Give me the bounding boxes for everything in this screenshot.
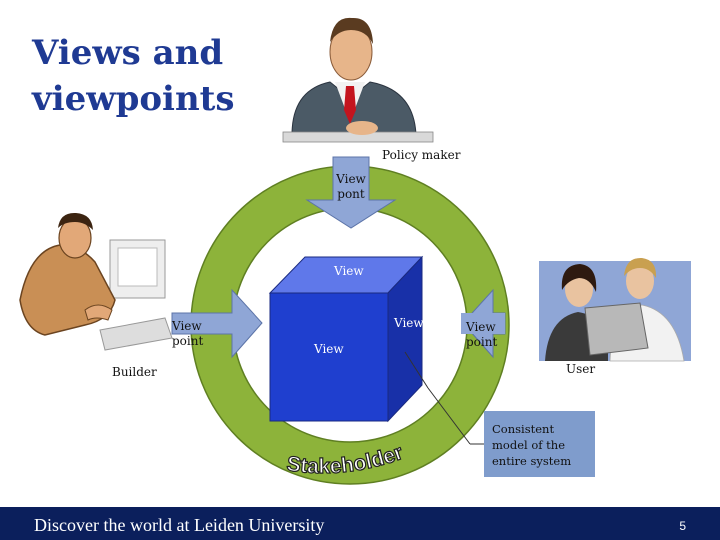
callout-pointer-segment-2 [427, 387, 471, 445]
viewpoint-arrow-left [171, 288, 263, 359]
viewpoint-right-label: View point [466, 320, 506, 350]
slide-title: Views and viewpoints [32, 30, 235, 122]
footer-text: Discover the world at Leiden University [34, 515, 325, 535]
viewpoint-top-label: View pont [330, 172, 372, 202]
cube-view-right-label: View [394, 316, 424, 330]
user-figure [539, 257, 691, 362]
viewpoint-left-label: View point [172, 319, 212, 349]
builder-label: Builder [112, 365, 157, 379]
page-number: 5 [679, 519, 686, 533]
policy-maker-label: Policy maker [382, 148, 461, 162]
cube-view-top-label: View [334, 264, 364, 278]
viewpoint-top-label-line-2: pont [337, 187, 365, 201]
callout-text: Consistent model of the entire system [492, 422, 572, 468]
viewpoint-right-label-line-1: View [466, 320, 496, 334]
cube-front-face [269, 292, 389, 422]
viewpoint-left-label-line-2: point [172, 334, 204, 348]
viewpoint-left-label-line-1: View [172, 319, 202, 333]
viewpoint-arrow-top [305, 156, 397, 229]
viewpoint-top-label-line-1: View [336, 172, 366, 186]
viewpoint-right-label-line-2: point [466, 335, 498, 349]
slide-title-line-1: Views and [32, 33, 224, 73]
policy-maker-figure [282, 17, 434, 143]
callout-box: Consistent model of the entire system [484, 411, 595, 477]
cube-view-front-label: View [314, 342, 344, 356]
builder-figure [19, 212, 173, 351]
footer-bar: Discover the world at Leiden University … [0, 507, 720, 540]
callout-pointer-segment-1 [404, 351, 429, 389]
viewpoint-arrow-right-body [461, 313, 505, 334]
user-label: User [566, 362, 596, 376]
slide-title-line-2: viewpoints [32, 79, 235, 119]
